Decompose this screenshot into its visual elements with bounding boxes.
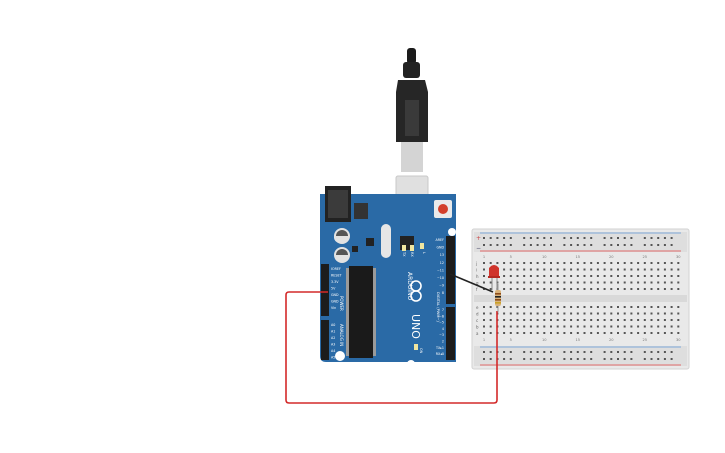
column-number: 15 <box>576 338 581 342</box>
row-letter: h <box>476 274 479 279</box>
digital-pin-label: ~9 <box>439 284 444 288</box>
row-letter: d <box>476 312 479 317</box>
row-letter: e <box>476 305 479 310</box>
digital-header-label: DIGITAL (PWM~) <box>436 292 440 322</box>
rail-plus-label: + <box>476 235 481 242</box>
arduino-uno-board[interactable]: ARDUINO UNO POWER ANALOG IN DIGITAL (PWM… <box>320 186 456 368</box>
digital-pin-label: 7 <box>442 308 444 312</box>
red-led[interactable] <box>488 265 500 290</box>
column-number: 30 <box>676 338 681 342</box>
pin-label: GND <box>331 300 339 304</box>
l-led <box>420 243 424 249</box>
digital-pin-label: GND <box>436 246 444 250</box>
column-number: 15 <box>576 255 581 259</box>
digital-pin-label: ~3 <box>439 333 444 337</box>
digital-pin-label: ~11 <box>437 268 444 272</box>
voltage-regulator <box>354 203 368 219</box>
power-header-label: POWER <box>339 296 344 311</box>
column-number: 10 <box>542 338 547 342</box>
mount-hole <box>335 351 345 361</box>
pin-label: A5 <box>331 356 335 360</box>
digital-pin-label: ~5 <box>439 321 444 325</box>
digital-pin-label: ~10 <box>437 276 444 280</box>
digital-pin-label: 12 <box>440 261 444 265</box>
pin-label: A0 <box>331 323 335 327</box>
column-number: 1 <box>483 338 485 342</box>
pin-label: A4 <box>331 349 335 353</box>
digital-header-bottom[interactable] <box>446 307 455 360</box>
pin-label: GND <box>331 293 339 297</box>
mount-hole <box>407 360 415 368</box>
column-number: 1 <box>483 255 485 259</box>
pin-label: 3.3V <box>331 280 339 284</box>
analog-header-label: ANALOG IN <box>339 324 344 346</box>
row-letter: c <box>476 318 478 323</box>
pin-label: A3 <box>331 343 335 347</box>
digital-pin-label: 13 <box>440 253 444 257</box>
row-letter: b <box>476 325 479 330</box>
analog-header[interactable] <box>321 320 329 360</box>
column-number: 5 <box>510 255 512 259</box>
tx-label: TX <box>402 251 406 257</box>
on-led <box>414 344 418 350</box>
column-number: 10 <box>542 255 547 259</box>
digital-pin-label: 8 <box>442 291 444 295</box>
on-label: ON <box>419 348 423 354</box>
arduino-logo <box>410 280 422 302</box>
digital-pin-label: ~6 <box>439 314 444 318</box>
column-number: 25 <box>643 338 648 342</box>
center-channel <box>474 295 687 302</box>
pin-label: Vin <box>331 306 336 310</box>
digital-pin-label: 4 <box>442 327 444 331</box>
mount-hole <box>448 228 456 236</box>
digital-pin-label: AREF <box>435 238 444 242</box>
rx-label: RX <box>410 252 414 257</box>
red-wire[interactable] <box>285 291 498 404</box>
column-number: 25 <box>643 255 648 259</box>
rx-led <box>410 245 414 251</box>
l-label: L <box>422 252 426 254</box>
column-number: 30 <box>676 255 681 259</box>
row-letter: j <box>475 261 477 266</box>
row-letter: a <box>476 331 479 336</box>
pin-label: RESET <box>331 274 343 278</box>
pin-label: 5V <box>331 287 336 291</box>
pin-label: IOREF <box>331 267 341 271</box>
column-number: 20 <box>609 255 614 259</box>
pin-label: A2 <box>331 336 335 340</box>
column-number: 20 <box>609 338 614 342</box>
resistor[interactable] <box>495 284 501 312</box>
digital-pin-label: RX◂0 <box>436 352 444 356</box>
top-power-rail <box>474 232 687 252</box>
row-letter: g <box>476 281 479 286</box>
digital-header-top[interactable] <box>446 236 455 304</box>
pin-label: A1 <box>331 330 335 334</box>
black-wire[interactable] <box>449 273 494 293</box>
row-letter: i <box>476 268 477 273</box>
rail-minus-label: − <box>476 245 481 252</box>
power-header[interactable] <box>321 264 329 316</box>
digital-pin-label: 2 <box>442 340 444 344</box>
row-letter: f <box>476 287 478 292</box>
atmega-chip <box>349 266 373 358</box>
tx-led <box>402 245 406 251</box>
bottom-power-rail <box>474 346 687 366</box>
crystal <box>381 224 391 258</box>
brand-label: ARDUINO <box>406 272 413 301</box>
model-label: UNO <box>409 314 422 339</box>
column-number: 5 <box>510 338 512 342</box>
digital-pin-label: TX▸1 <box>435 346 444 350</box>
